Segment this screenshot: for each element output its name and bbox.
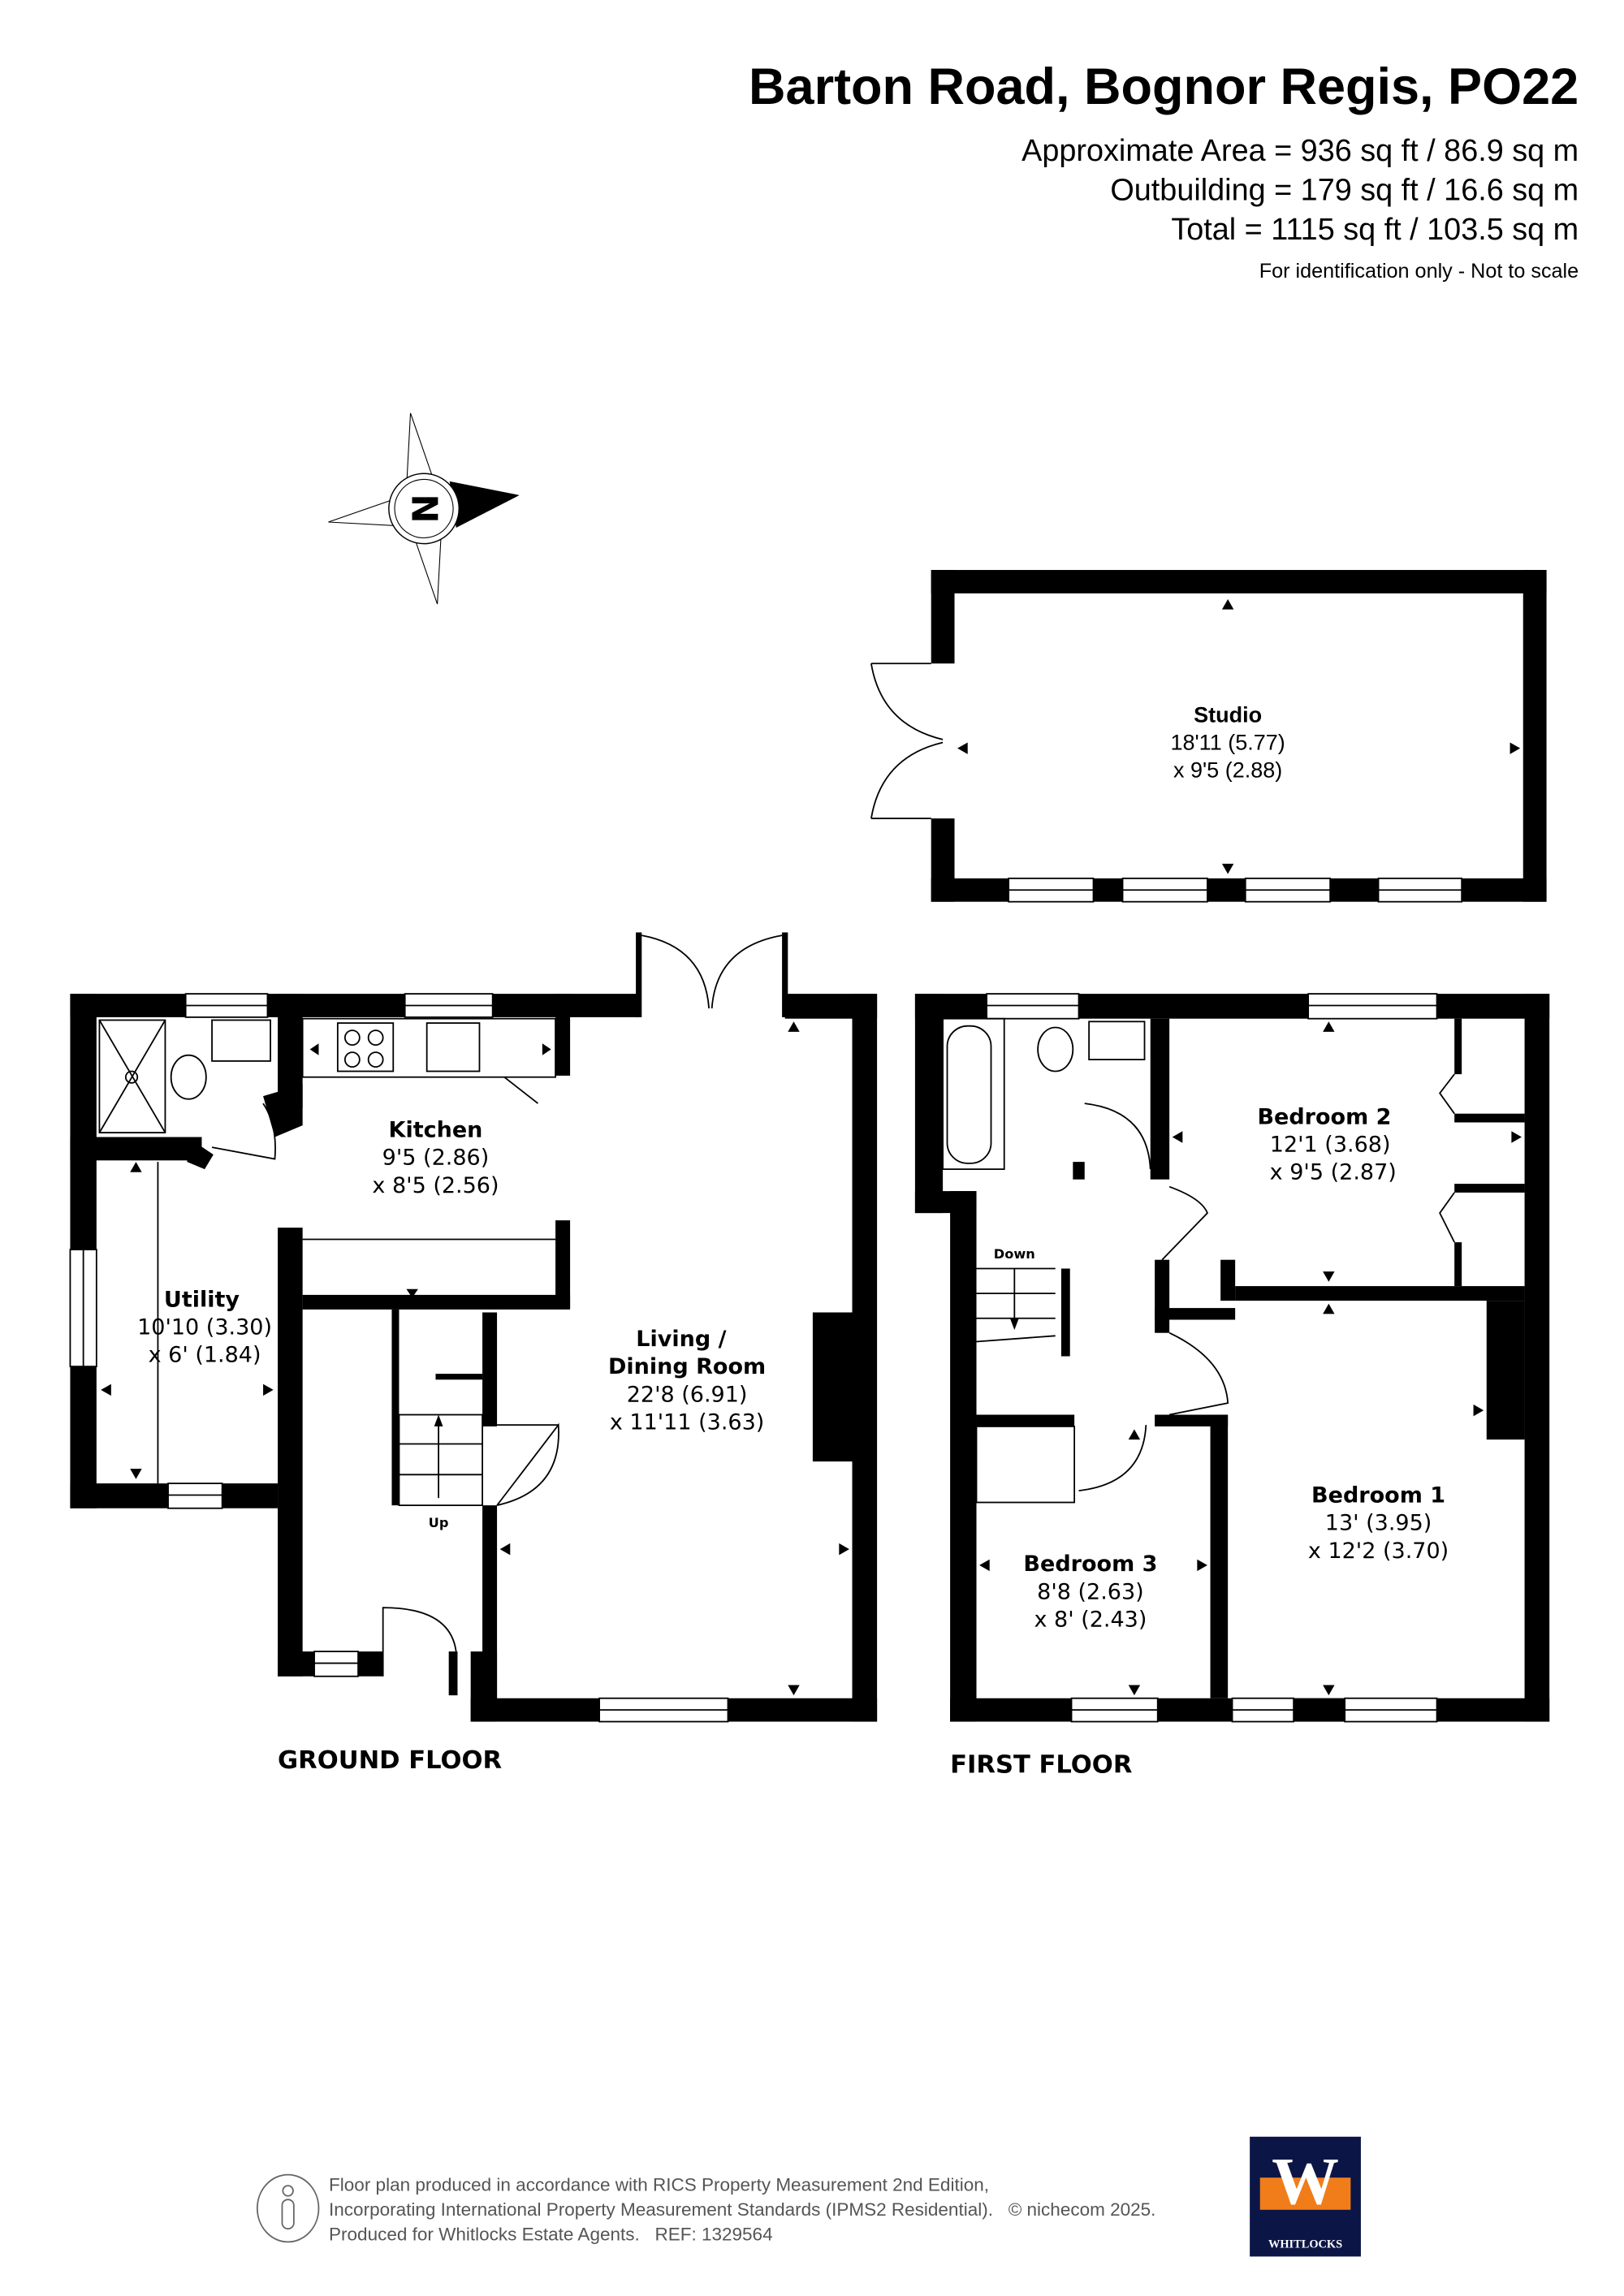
- room-dimensions: 18'11 (5.77): [1171, 730, 1285, 754]
- window: [986, 993, 1438, 1723]
- property-title: Barton Road, Bognor Regis, PO22: [749, 58, 1579, 115]
- room-name: Utility: [164, 1287, 240, 1312]
- room-dimensions: 9'5 (2.86): [382, 1146, 490, 1171]
- area-outbuilding: Outbuilding = 179 sq ft / 16.6 sq m: [1110, 174, 1579, 208]
- window: [1008, 877, 1463, 903]
- footer-line: Floor plan produced in accordance with R…: [329, 2174, 989, 2195]
- room-name: Dining Room: [608, 1354, 766, 1379]
- compass-north-label: N: [404, 494, 444, 523]
- logo-name: WHITLOCKS: [1268, 2238, 1342, 2251]
- footer-line: Produced for Whitlocks Estate Agents. RE…: [329, 2225, 773, 2245]
- room-name: Studio: [1194, 702, 1262, 727]
- logo-letter: W: [1272, 2144, 1339, 2219]
- room-label-bedroom-3: Bedroom 3 8'8 (2.63) x 8' (2.43): [1023, 1552, 1157, 1632]
- kitchen-units: [301, 1017, 556, 1241]
- floor-label-ground: GROUND FLOOR: [278, 1746, 502, 1775]
- floor-label-first: FIRST FLOOR: [950, 1751, 1132, 1780]
- doors: [1078, 1073, 1455, 1492]
- bathroom-fixtures: [942, 1017, 1146, 1171]
- room-name: Bedroom 2: [1257, 1104, 1391, 1129]
- header: Barton Road, Bognor Regis, PO22 Approxim…: [749, 58, 1579, 283]
- french-door: [870, 662, 944, 819]
- room-dimensions: 8'8 (2.63): [1037, 1579, 1144, 1604]
- ground-floor-plan: Up Kitchen 9'5 (2.86) x 8'5 (2.56) Utili…: [69, 932, 878, 1775]
- room-dimensions: x 8' (2.43): [1034, 1608, 1147, 1633]
- room-label-kitchen: Kitchen 9'5 (2.86) x 8'5 (2.56): [372, 1117, 499, 1198]
- room-dimensions: x 8'5 (2.56): [372, 1173, 499, 1198]
- room-dimensions: x 12'2 (3.70): [1308, 1539, 1449, 1564]
- scale-note: For identification only - Not to scale: [1259, 260, 1579, 283]
- area-total: Total = 1115 sq ft / 103.5 sq m: [1171, 213, 1579, 247]
- room-dimensions: 12'1 (3.68): [1270, 1133, 1391, 1158]
- stairs-up-label: Up: [429, 1515, 449, 1530]
- room-label-living-dining: Living / Dining Room 22'8 (6.91) x 11'11…: [608, 1327, 766, 1435]
- room-dimensions: 10'10 (3.30): [137, 1315, 272, 1340]
- room-dimensions: x 6' (1.84): [149, 1343, 261, 1368]
- room-name: Bedroom 1: [1311, 1483, 1445, 1508]
- room-label-utility: Utility 10'10 (3.30) x 6' (1.84): [137, 1287, 272, 1367]
- room-dimensions: x 11'11 (3.63): [610, 1410, 764, 1435]
- footer: Floor plan produced in accordance with R…: [256, 2136, 1361, 2257]
- room-label-bedroom-2: Bedroom 2 12'1 (3.68) x 9'5 (2.87): [1257, 1104, 1396, 1185]
- staircase: Down: [975, 1246, 1076, 1504]
- room-dimensions: x 9'5 (2.88): [1173, 758, 1282, 783]
- whitlocks-logo: W WHITLOCKS: [1250, 2136, 1361, 2257]
- room-name: Bedroom 3: [1023, 1552, 1157, 1577]
- french-door: [636, 932, 788, 1017]
- stairs-down-label: Down: [994, 1246, 1035, 1262]
- room-dimensions: x 9'5 (2.87): [1270, 1160, 1397, 1185]
- area-approximate: Approximate Area = 936 sq ft / 86.9 sq m: [1021, 134, 1579, 168]
- footer-line: Incorporating International Property Mea…: [329, 2199, 1155, 2220]
- room-name: Kitchen: [389, 1117, 483, 1142]
- window: [69, 993, 729, 1723]
- room-dimensions: 22'8 (6.91): [627, 1382, 748, 1407]
- first-floor-plan: Down Bedroom 2 12'1 (3.68) x 9'5 (2.87) …: [914, 993, 1550, 1780]
- room-dimensions: 13' (3.95): [1325, 1511, 1432, 1536]
- studio-outbuilding: Studio 18'11 (5.77) x 9'5 (2.88): [870, 570, 1547, 903]
- room-name: Living /: [636, 1327, 726, 1352]
- shower-wc: [98, 1019, 271, 1484]
- compass-rose-icon: N: [328, 412, 520, 605]
- room-label-bedroom-1: Bedroom 1 13' (3.95) x 12'2 (3.70): [1308, 1483, 1449, 1564]
- person-info-icon: [256, 2173, 320, 2243]
- staircase: Up: [398, 1413, 483, 1530]
